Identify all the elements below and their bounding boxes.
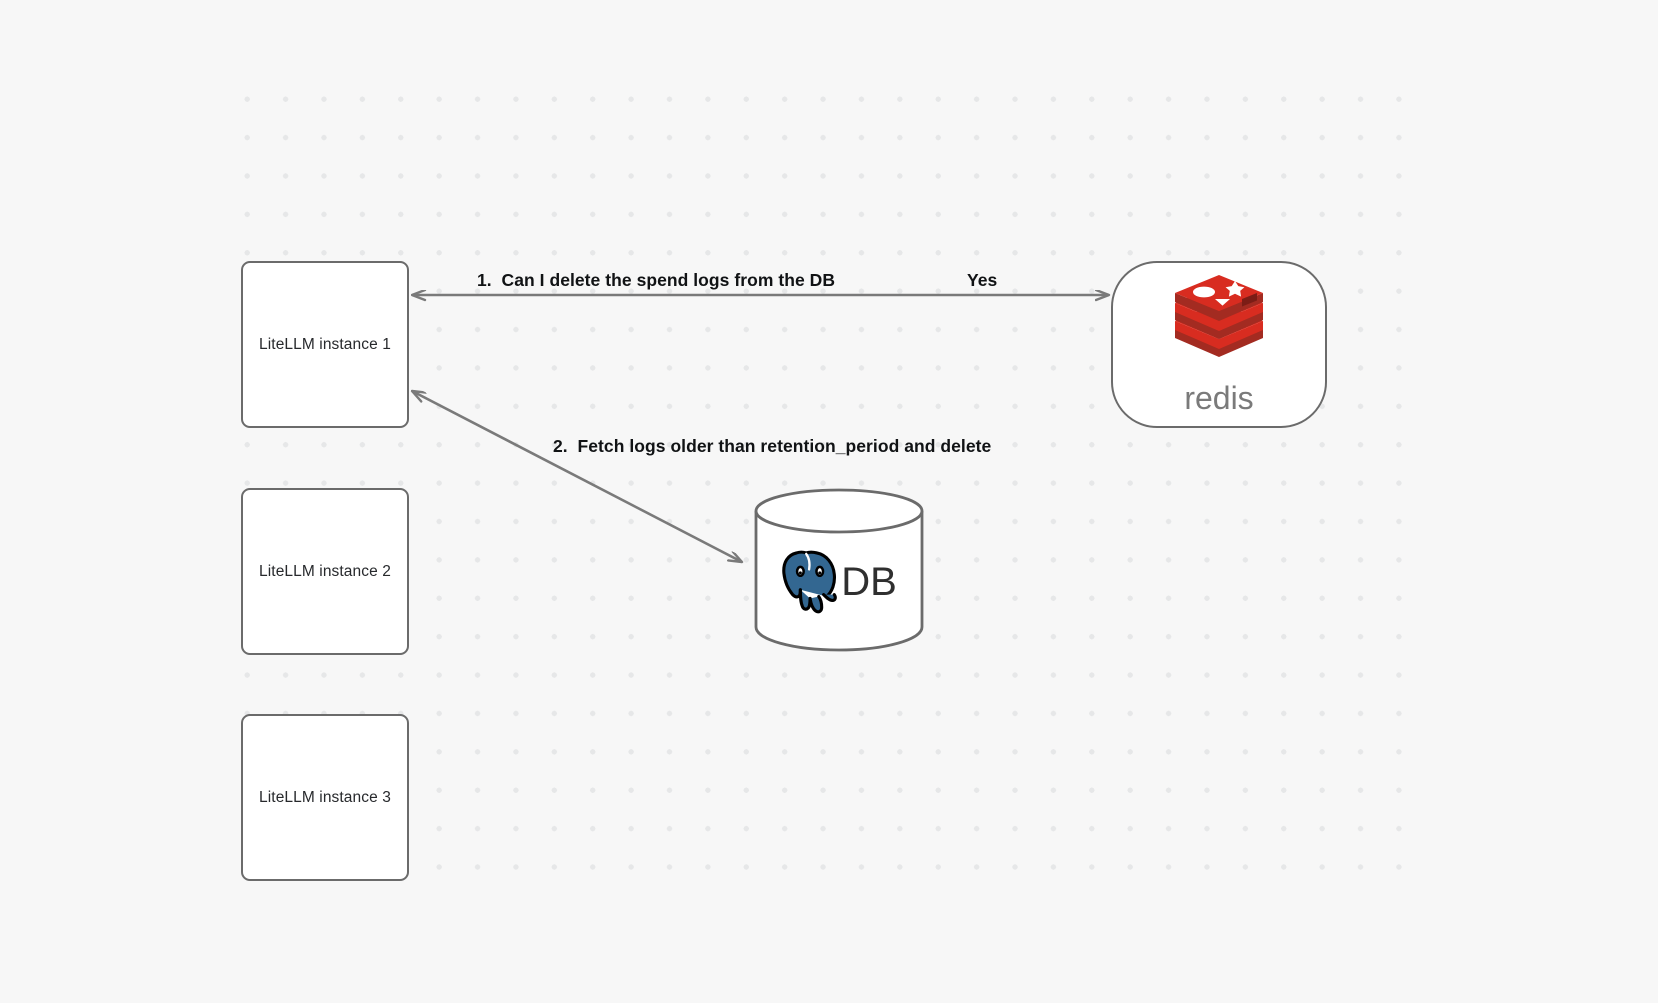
node-litellm-instance-3-label: LiteLLM instance 3 (259, 788, 391, 806)
redis-wordmark-text: redis (1184, 381, 1253, 416)
edge-1-label: 1. Can I delete the spend logs from the … (477, 270, 836, 290)
node-litellm-instance-1[interactable]: LiteLLM instance 1 (241, 261, 409, 428)
redis-wordmark: redis (1184, 381, 1253, 416)
node-litellm-instance-3[interactable]: LiteLLM instance 3 (241, 714, 409, 881)
cylinder-shape (754, 488, 924, 652)
node-litellm-instance-2-label: LiteLLM instance 2 (259, 562, 391, 580)
postgresql-elephant-icon (782, 550, 838, 614)
node-redis[interactable]: redis (1111, 261, 1327, 428)
edge-1-reply-label: Yes (967, 270, 998, 290)
database-label: DB (841, 560, 897, 604)
node-database[interactable]: DB (753, 488, 925, 652)
edge-2-label: 2. Fetch logs older than retention_perio… (553, 436, 992, 456)
database-content: DB (753, 488, 925, 650)
node-litellm-instance-1-label: LiteLLM instance 1 (259, 335, 391, 353)
node-litellm-instance-2[interactable]: LiteLLM instance 2 (241, 488, 409, 655)
edge-2-llm1-to-db[interactable] (412, 391, 742, 562)
redis-logo (1175, 274, 1263, 357)
